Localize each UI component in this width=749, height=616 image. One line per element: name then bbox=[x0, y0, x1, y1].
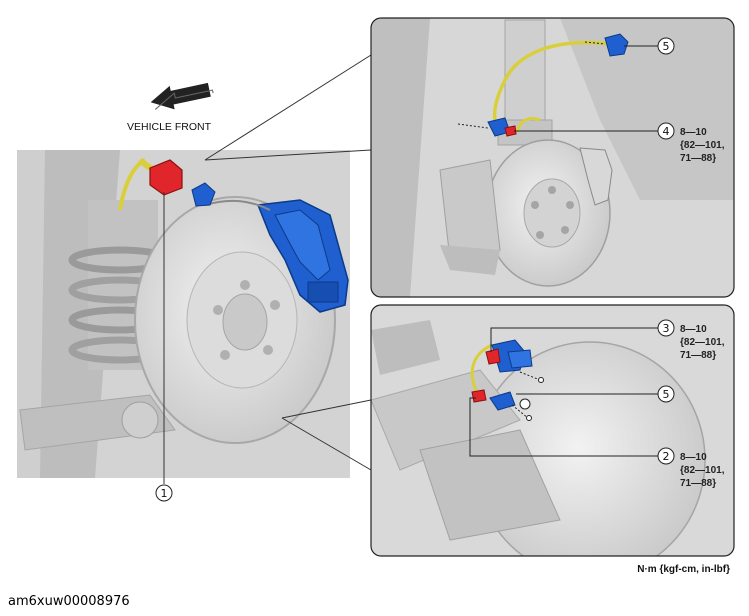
callout-4-number: 4 bbox=[663, 125, 670, 138]
torque-2-line3: 71—88} bbox=[680, 478, 716, 489]
vehicle-front-arrow-icon bbox=[150, 82, 214, 110]
torque-2-line1: 8—10 bbox=[680, 452, 707, 463]
callout-3-number: 3 bbox=[663, 322, 670, 335]
zoom-line-bottom-b bbox=[281, 399, 372, 419]
torque-4-line2: {82—101, bbox=[680, 140, 725, 151]
torque-4-line1: 8—10 bbox=[680, 127, 707, 138]
torque-4-line3: 71—88} bbox=[680, 153, 716, 164]
detail-panel-top bbox=[370, 17, 735, 298]
union-blue-bottom bbox=[489, 391, 516, 411]
union-blue-top bbox=[604, 33, 629, 57]
callout-5-top-number: 5 bbox=[663, 40, 670, 53]
detail-panel-bottom bbox=[370, 304, 735, 557]
callout-5-bottom-number: 5 bbox=[663, 388, 670, 401]
union-red-3 bbox=[485, 348, 501, 365]
image-id-caption: am6xuw00008976 bbox=[8, 594, 130, 609]
vehicle-front-label: VEHICLE FRONT bbox=[127, 121, 212, 133]
callout-5-top-circle bbox=[657, 37, 675, 55]
callout-5-bottom-circle bbox=[657, 385, 675, 403]
callout-1-number: 1 bbox=[161, 487, 168, 500]
union-red-4 bbox=[504, 125, 517, 137]
main-illustration bbox=[17, 150, 350, 478]
brake-union-red-main bbox=[149, 159, 183, 196]
torque-3-line2: {82—101, bbox=[680, 337, 725, 348]
brake-caliper bbox=[256, 199, 349, 313]
zoom-line-bottom-a bbox=[281, 417, 372, 471]
callout-4-circle bbox=[657, 122, 675, 140]
callout-2-circle bbox=[657, 447, 675, 465]
torque-3-line1: 8—10 bbox=[680, 324, 707, 335]
torque-2-line2: {82—101, bbox=[680, 465, 725, 476]
zoom-line-top-b bbox=[204, 149, 372, 161]
callout-1-circle bbox=[155, 484, 173, 502]
union-red-2 bbox=[471, 389, 487, 403]
callout-2-number: 2 bbox=[663, 450, 670, 463]
zoom-line-top-a bbox=[204, 54, 372, 161]
units-note: N·m {kgf-cm, in-lbf} bbox=[637, 564, 730, 575]
callout-3-circle bbox=[657, 319, 675, 337]
torque-3-line3: 71—88} bbox=[680, 350, 716, 361]
